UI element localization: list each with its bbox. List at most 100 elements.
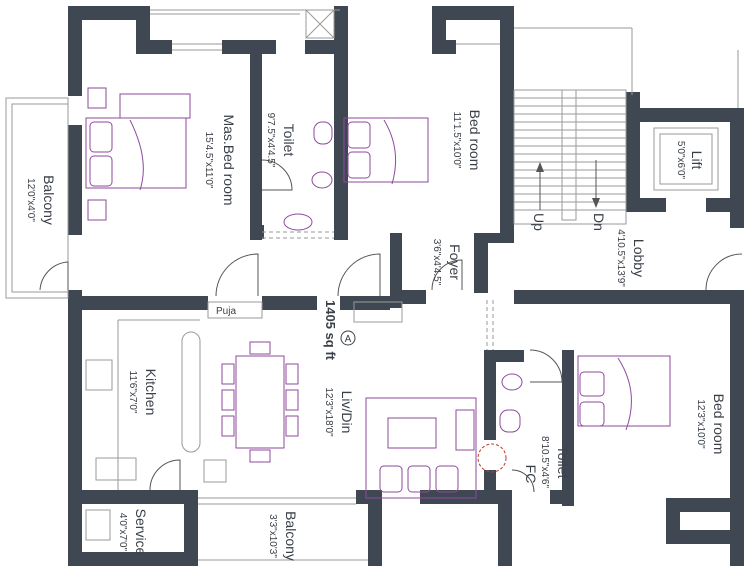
door-balcony-1 [39,261,69,291]
dining-table [235,355,285,449]
outlines [5,9,739,561]
wall [68,310,82,566]
wc [499,409,521,433]
dining-chair [249,341,271,355]
balcony-outline [5,97,69,299]
service-size: 4'0"x7'0" [117,513,128,552]
wall [484,350,496,440]
pillow [579,371,605,397]
pillow [347,151,371,179]
staircase [513,89,627,225]
pillow [347,121,371,149]
lift-car-inner [659,133,713,185]
fc-name: FC [523,465,539,484]
wall [340,296,390,310]
dining-chair [285,415,299,437]
sofa-seat [435,465,459,493]
balcony-2-size: 3'3"x10'3" [267,514,278,558]
wall [68,125,82,235]
stair-outline [513,89,627,225]
wall [626,108,744,122]
wall [730,290,744,566]
stair-handrail [561,89,577,221]
dining-chair [285,363,299,385]
wall [68,552,198,566]
bed-sheet [383,119,397,185]
bedroom-1-name: Bed room [467,110,483,171]
wall [420,490,500,504]
wall [184,490,198,566]
tv-unit [353,301,403,323]
lift-size: 5'0"x6'0" [675,141,686,180]
fc-marker [477,443,507,473]
section-marker [340,330,356,346]
stairs-up-label: Up [531,213,547,231]
master-bedroom-size: 15'4.5"x11'0" [203,132,214,189]
wall [432,40,456,54]
kitchen-stove [95,457,137,481]
lobby-name: Lobby [631,239,647,277]
wall [562,350,574,506]
foyer-name: Foyer [447,244,463,280]
kitchen-size: 11'6"x7'0" [127,371,138,414]
lobby-size: 4'10.5"x13'9" [615,229,626,287]
sofa-seat [407,465,431,493]
armchair [455,409,475,451]
pillow [89,155,113,187]
bed-bedroom-2 [577,355,671,427]
dining-chair [249,449,271,463]
wall [305,40,340,54]
toilet-2-name: Toilet [555,446,571,479]
door-service [149,459,181,491]
foyer-size: 3'6"x4'4.5" [431,239,442,286]
wardrobe [119,93,191,119]
duct-cross [305,9,335,39]
kitchen-name: Kitchen [143,369,159,416]
bedroom-1-size: 11'1.5"x10'0" [451,112,462,169]
toilet-2-size: 8'10.5"x4'6" [539,436,550,489]
kitchen-island [181,331,201,453]
bed-master [85,117,187,189]
room-labels: Mas.Bed room 15'4.5"x11'0" Toilet 9'7.5"… [25,110,727,561]
walls [68,6,744,566]
wall [550,490,574,504]
wall [368,490,382,566]
bedroom-2-size: 12'3"x10'0" [695,399,706,449]
wall [68,6,148,20]
wall [262,296,317,310]
kitchen-sink [85,359,113,391]
balcony-2-name: Balcony [283,511,299,561]
wall [250,225,264,239]
dining-chair [221,389,235,411]
stair-up-arrowhead [536,162,544,172]
coffee-table [387,417,437,449]
wall [334,225,348,239]
master-bedroom-name: Mas.Bed room [221,114,237,205]
door-toilet-1 [261,159,293,191]
wash-basin [311,171,333,189]
door-fc [511,469,535,493]
wall [514,290,744,304]
puja-outline [207,301,263,319]
wc [313,121,333,145]
total-area: 1405 sq ft [323,300,338,361]
wall [334,40,348,240]
doors [39,159,743,493]
liv-din-size: 12'3"x18'0" [323,387,334,437]
bed-bedroom-1 [343,117,429,183]
lift-car [653,127,719,191]
service-name: Service [133,509,149,556]
section-marker-label: A [345,334,352,345]
wall [136,40,172,54]
wall [68,296,208,310]
door-lobby-right [705,253,743,291]
stairs-down-label: Dn [591,213,607,231]
wall [262,40,276,54]
pillow [89,121,113,153]
sofa-set [365,397,477,499]
bedroom-2-name: Bed room [711,394,727,455]
dining-chair [221,363,235,385]
furniture [85,87,671,499]
wall [474,233,488,293]
wash-basin [283,213,313,231]
